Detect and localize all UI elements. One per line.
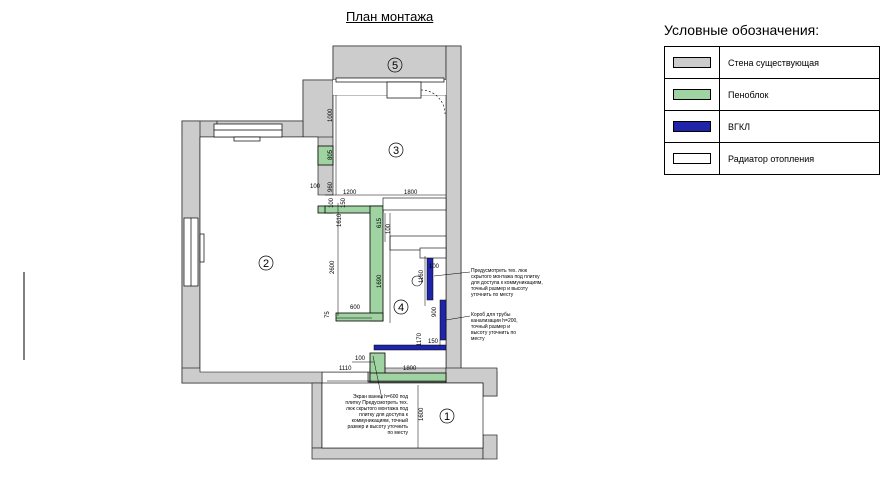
dim-100-b: 100: [329, 197, 335, 208]
dim-100-c: 100: [386, 223, 392, 234]
door-arc: [420, 89, 446, 115]
dim-1160: 1160: [419, 269, 425, 283]
dim-1110: 1110: [339, 366, 352, 372]
svg-text:точный размер и: точный размер и: [471, 323, 510, 330]
svg-text:плитку Предусмотреть тех.: плитку Предусмотреть тех.: [345, 400, 408, 406]
room-labels: 1 2 3 4 5: [258, 57, 455, 424]
note-2: Короб для трубы канализации h=200, точны…: [471, 312, 518, 342]
dim-805: 805: [328, 149, 334, 160]
svg-text:для доступа к коммуникациям,: для доступа к коммуникациям,: [471, 280, 543, 286]
dim-1800-a: 1800: [404, 190, 418, 196]
svg-text:Короб для трубы: Короб для трубы: [471, 312, 511, 318]
foam-wall-room3: [317, 145, 334, 166]
toilet: [411, 275, 423, 287]
note-3: Экран ванны h=600 под плитку Предусмотре…: [345, 394, 408, 436]
dim-1690: 1690: [377, 274, 383, 288]
foam-wall-d: [335, 312, 384, 322]
wall-mid-upper: [302, 79, 334, 138]
dim-100-a: 100: [310, 184, 321, 190]
foam-wall-f: [369, 372, 447, 383]
dim-150-a: 150: [341, 197, 347, 208]
dim-75: 75: [325, 311, 331, 318]
wall-bath-corner: [482, 434, 498, 460]
bath-interior: [321, 382, 484, 449]
dim-1600: 1600: [419, 407, 425, 421]
leader-lines: [372, 271, 471, 400]
wall-bath-left: [311, 382, 323, 449]
note-1: Предусмотреть тех. люк скрытого монтажа …: [471, 268, 543, 298]
svg-text:по месту: по месту: [388, 430, 409, 436]
dim-1170: 1170: [417, 332, 423, 346]
dim-150-b: 150: [428, 339, 439, 345]
wall-top-balcony: [332, 45, 447, 81]
svg-text:Экран ванны h=600 под: Экран ванны h=600 под: [353, 394, 408, 400]
dim-960: 960: [328, 181, 334, 192]
legend-label: Пеноблок: [719, 78, 880, 111]
legend-row: ВГКЛ: [664, 110, 880, 143]
legend-label: Радиатор отопления: [719, 142, 880, 175]
gypsum-c: [373, 344, 447, 351]
wall-bath-bottom: [311, 447, 484, 460]
dim-1000: 1000: [328, 108, 334, 122]
svg-text:уточнить по месту: уточнить по месту: [471, 292, 514, 298]
gypsum-a: [426, 255, 434, 301]
legend-swatch-radiator: [673, 153, 711, 165]
dim-1610: 1610: [337, 213, 343, 227]
legend-label: ВГКЛ: [719, 110, 880, 143]
svg-text:плитку для доступа к: плитку для доступа к: [359, 412, 409, 418]
dim-2600: 2600: [330, 260, 336, 274]
svg-text:коммуникациям, точный: коммуникациям, точный: [352, 417, 409, 424]
wall-right: [445, 45, 462, 373]
dim-100-e: 100: [355, 356, 366, 362]
legend-label: Стена существующая: [719, 46, 880, 79]
legend-row: Пеноблок: [664, 78, 880, 111]
dim-1800-b: 1800: [403, 366, 417, 372]
fixtures: [382, 197, 447, 287]
windows: [183, 77, 445, 287]
dim-100-d: 100: [429, 264, 440, 270]
svg-text:размер и высоту уточнить: размер и высоту уточнить: [347, 424, 408, 430]
dimension-texts: 1000 805 960 100 1200 1800 100 150 1610 …: [310, 108, 440, 421]
svg-text:Предусмотреть тех. люк: Предусмотреть тех. люк: [471, 268, 528, 274]
legend-title: Условные обозначения:: [664, 22, 820, 38]
dim-900: 900: [432, 306, 438, 317]
legend-swatch-existing-wall: [673, 57, 711, 69]
legend-swatch-foam-block: [673, 89, 711, 101]
room-2-label: 2: [263, 258, 269, 270]
svg-text:скрытого монтажа под плитку: скрытого монтажа под плитку: [471, 274, 540, 280]
legend-row: Стена существующая: [664, 46, 880, 79]
legend-table: Стена существующая Пеноблок ВГКЛ Радиато…: [664, 46, 880, 175]
dim-1200: 1200: [343, 190, 357, 196]
room-5-label: 5: [392, 60, 398, 72]
foam-block-walls: [317, 145, 447, 383]
legend-row: Радиатор отопления: [664, 142, 880, 175]
svg-text:месту: месту: [471, 336, 485, 342]
svg-text:высоту уточнить по: высоту уточнить по: [471, 330, 516, 336]
dim-600: 600: [350, 305, 361, 311]
room-3-label: 3: [393, 145, 399, 157]
svg-text:люк скрытого монтажа под: люк скрытого монтажа под: [346, 406, 408, 412]
svg-text:канализации h=200,: канализации h=200,: [471, 318, 518, 324]
gypsum-b: [439, 299, 447, 341]
legend-swatch-gypsum: [673, 121, 711, 133]
svg-text:точный размер и высоту: точный размер и высоту: [471, 285, 528, 292]
plan-title: План монтажа: [346, 9, 434, 24]
room-4-label: 4: [398, 302, 404, 314]
room-1-label: 1: [444, 411, 450, 423]
dimension-lines: [325, 95, 446, 448]
dim-615: 615: [377, 217, 383, 228]
